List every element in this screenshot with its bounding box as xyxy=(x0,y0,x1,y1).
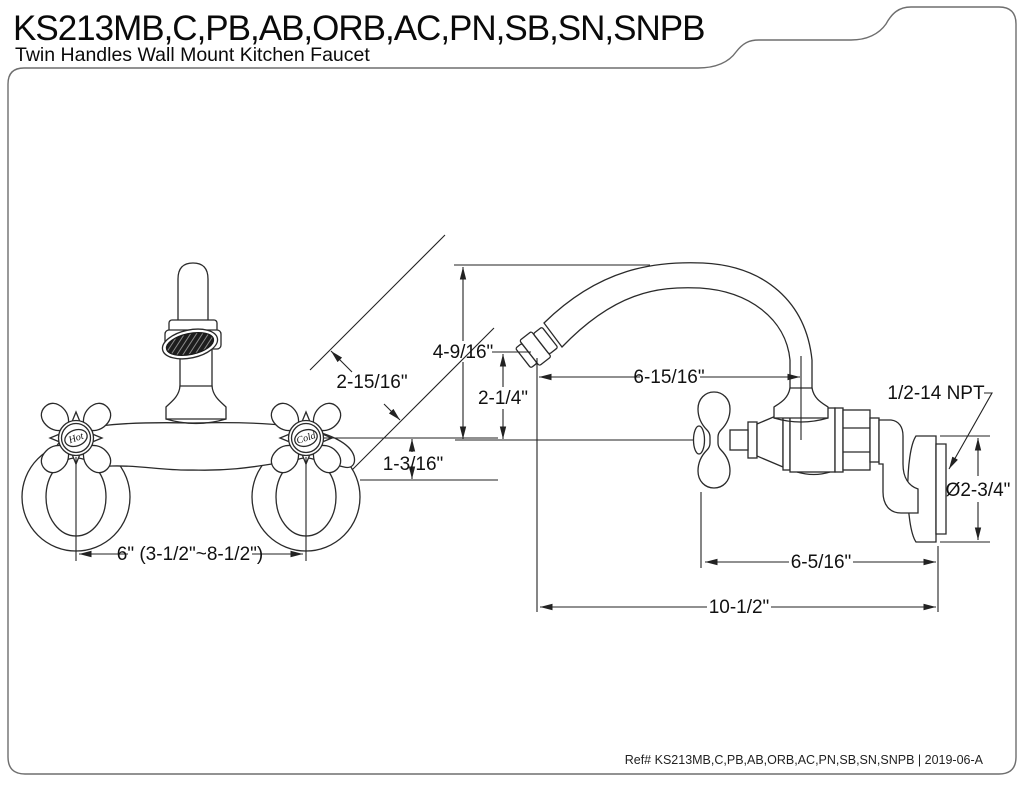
overall-width-dimension: 10-1/2" xyxy=(540,597,936,618)
lock-ring xyxy=(834,407,844,473)
spout-nozzle xyxy=(515,327,558,368)
flange-diameter-label: Ø2-3/4" xyxy=(946,480,1011,501)
spout-side xyxy=(543,262,813,391)
bonnet-cone xyxy=(756,412,784,468)
body-to-wall-dimension: 6-5/16" xyxy=(705,552,936,573)
hex-nut xyxy=(842,409,871,471)
handle-drop-label: 1-3/16" xyxy=(383,454,444,475)
spout-height-label: 4-9/16" xyxy=(433,342,494,363)
page-subtitle: Twin Handles Wall Mount Kitchen Faucet xyxy=(15,44,370,66)
hot-medallion-label: Hot xyxy=(66,431,85,447)
overall-width-label: 10-1/2" xyxy=(709,597,770,618)
adapter-step xyxy=(869,417,880,463)
hot-medallion: Hot xyxy=(57,419,95,457)
body-ring xyxy=(782,409,791,471)
spout-riser xyxy=(161,262,227,425)
page-title: KS213MB,C,PB,AB,ORB,AC,PN,SB,SN,SNPB xyxy=(13,9,704,48)
handle-diagonal-label: 2-15/16" xyxy=(336,372,407,393)
spout-reach-dimension: 6-15/16" xyxy=(539,367,800,388)
cold-medallion: Cold xyxy=(287,419,325,457)
handle-drop-dimension: 1-3/16" xyxy=(324,437,498,481)
handle-hub xyxy=(692,425,706,455)
valve-assembly xyxy=(747,407,880,476)
side-handle xyxy=(692,391,749,489)
handle-span-label: 6" (3-1/2"~8-1/2") xyxy=(117,544,263,565)
flange-diameter-dimension: Ø2-3/4" xyxy=(940,435,1011,543)
stem-ring xyxy=(747,421,758,459)
body-to-wall-label: 6-5/16" xyxy=(791,552,852,573)
reference-text: Ref# KS213MB,C,PB,AB,ORB,AC,PN,SB,SN,SNP… xyxy=(625,753,984,767)
spout-height-dimension: 4-9/16" xyxy=(433,264,650,439)
page-border xyxy=(7,6,1017,775)
thread-label: 1/2-14 NPT xyxy=(887,383,985,404)
handle-diagonal-dimension: 2-15/16" xyxy=(309,234,495,471)
side-view-drawing: 4-9/16" 2-1/4" 6-15/16" 1/2-14 NPT Ø2-3/… xyxy=(433,262,1011,618)
aerator xyxy=(161,328,219,360)
front-view-drawing: Hot Cold 6" (3-1/2"~8-1/2") 2-15/16" xyxy=(21,234,498,565)
spout-clearance-label: 2-1/4" xyxy=(478,388,528,409)
thread-callout: 1/2-14 NPT xyxy=(887,383,993,470)
handle-stem xyxy=(729,429,749,451)
wall-flange xyxy=(907,435,947,543)
spout-clearance-dimension: 2-1/4" xyxy=(478,351,531,439)
spout-reach-label: 6-15/16" xyxy=(633,367,704,388)
wall-bracket xyxy=(878,419,919,514)
handle-span-dimension: 6" (3-1/2"~8-1/2") xyxy=(79,544,303,565)
